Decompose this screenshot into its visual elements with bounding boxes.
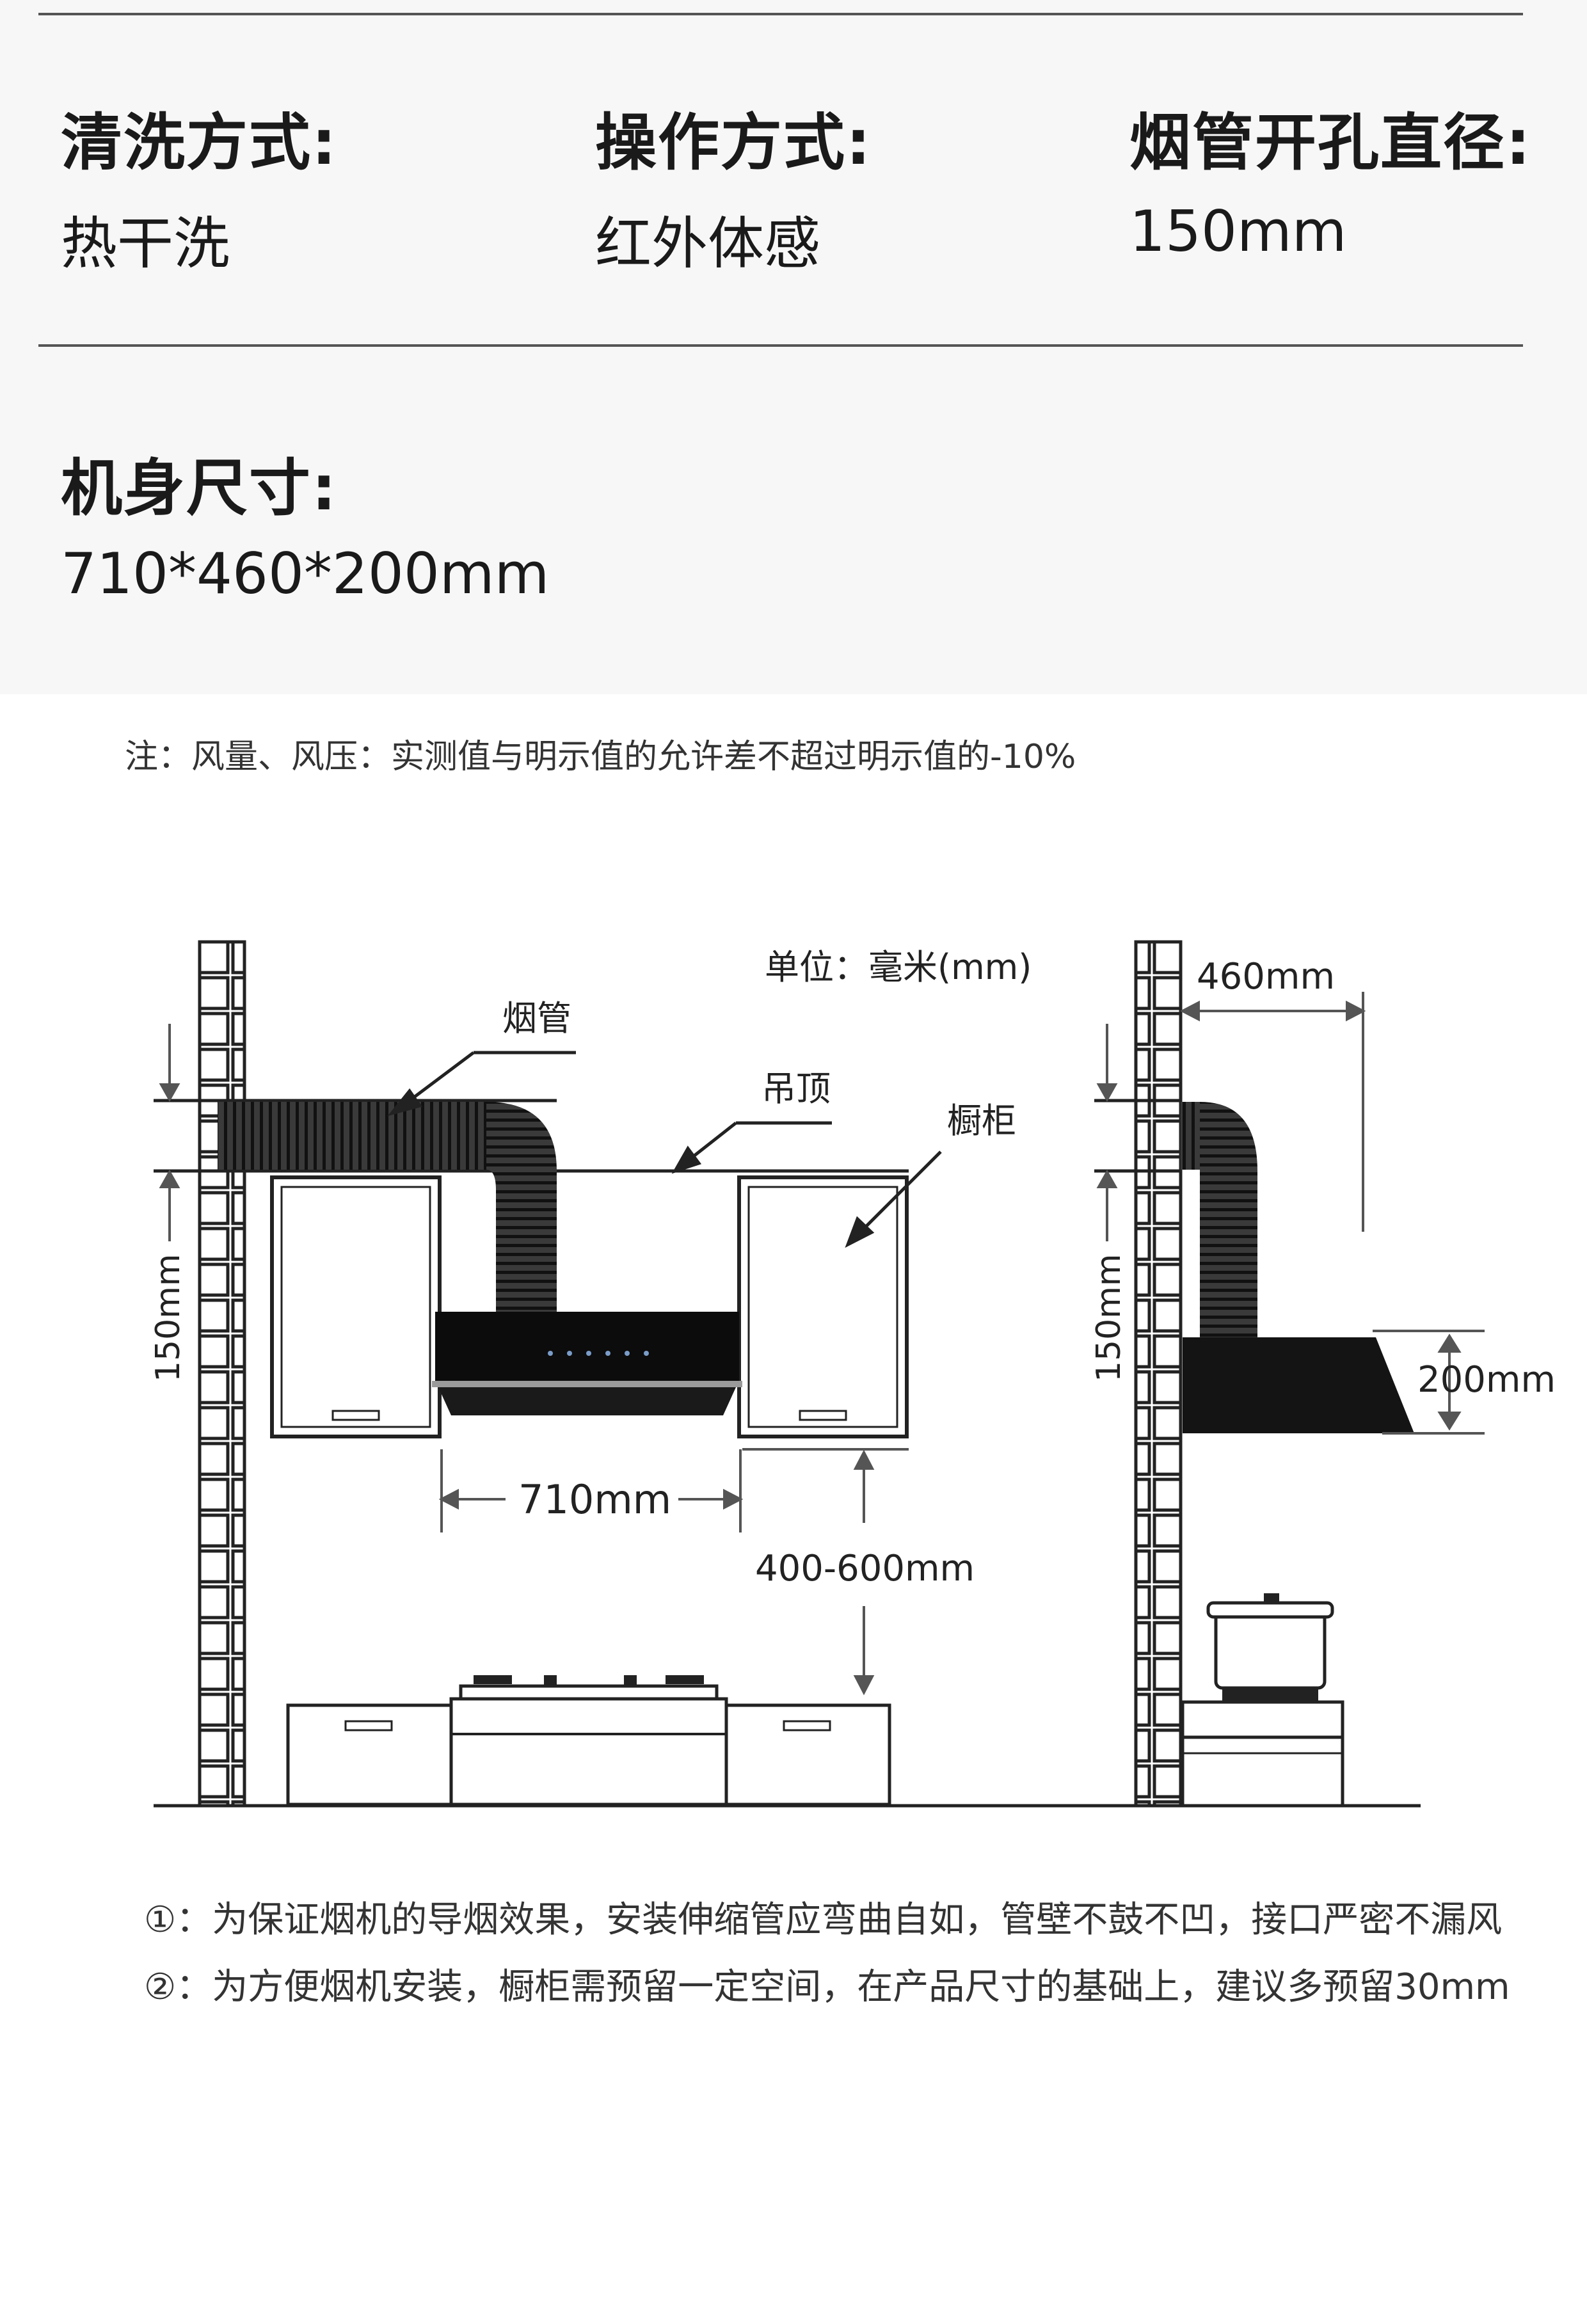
front-duct-dimension — [159, 1024, 180, 1241]
front-brick-wall — [198, 940, 246, 1808]
footnote-2: ②：为方便烟机安装，橱柜需预留一定空间，在产品尺寸的基础上，建议多预留30mm — [144, 1966, 1510, 2008]
side-brick-wall — [1134, 940, 1183, 1808]
hood-height-dimension — [1373, 1330, 1485, 1435]
ceiling-callout-label: 吊顶 — [762, 1069, 831, 1109]
front-upper-cabinet-left — [270, 1175, 442, 1438]
hood-height-dimension-label: 200mm — [1417, 1359, 1556, 1401]
middle-divider — [38, 344, 1523, 347]
duct-callout-label: 烟管 — [502, 998, 571, 1039]
front-base-cabinets — [286, 1697, 891, 1806]
operation-method-label: 操作方式: — [595, 107, 872, 179]
front-duct-horizontal — [218, 1102, 486, 1170]
front-duct-bend — [486, 1102, 557, 1312]
duct-diameter-value: 150mm — [1129, 198, 1347, 264]
side-duct-horizontal — [1181, 1102, 1200, 1170]
side-duct-dimension — [1096, 1024, 1118, 1241]
duct-diameter-label: 烟管开孔直径: — [1129, 107, 1532, 179]
unit-label: 单位：毫米(mm) — [765, 947, 1032, 987]
footnote-1: ①：为保证烟机的导烟效果，安装伸缩管应弯曲自如，管壁不鼓不凹，接口严密不漏风 — [144, 1899, 1503, 1941]
side-base-cabinet — [1181, 1700, 1344, 1808]
top-divider — [38, 13, 1523, 15]
cabinet-callout-arrow — [845, 1150, 942, 1248]
front-stove — [459, 1675, 719, 1701]
depth-dimension — [1179, 992, 1366, 1232]
specs-panel — [0, 0, 1587, 694]
side-pot — [1206, 1593, 1334, 1702]
width-dimension-label: 710mm — [518, 1476, 671, 1523]
side-duct-bend — [1200, 1102, 1257, 1337]
cleaning-method-value: 热干洗 — [61, 211, 230, 276]
body-size-value: 710*460*200mm — [61, 541, 550, 607]
side-range-hood — [1183, 1337, 1414, 1433]
height-gap-dimension — [742, 1448, 909, 1696]
installation-diagram: 150mm 710mm 400-600mm 单位：毫米(mm) 烟管 吊顶 橱柜 — [149, 940, 1556, 1808]
operation-method-value: 红外体感 — [595, 211, 821, 276]
front-range-hood — [432, 1312, 742, 1415]
airflow-note: 注：风量、风压：实测值与明示值的允许差不超过明示值的-10% — [125, 738, 1076, 776]
ceiling-callout-arrow — [671, 1121, 832, 1174]
cleaning-method-label: 清洗方式: — [61, 107, 338, 179]
cabinet-callout-label: 橱柜 — [947, 1101, 1016, 1141]
width-dimension — [438, 1449, 744, 1532]
front-upper-cabinet-right — [737, 1175, 909, 1438]
duct-callout-arrow — [387, 1051, 576, 1117]
front-duct-dimension-label: 150mm — [149, 1254, 187, 1382]
height-gap-dimension-label: 400-600mm — [755, 1548, 975, 1589]
body-size-label: 机身尺寸: — [61, 452, 338, 524]
side-duct-dimension-label: 150mm — [1090, 1254, 1128, 1382]
depth-dimension-label: 460mm — [1197, 956, 1335, 998]
